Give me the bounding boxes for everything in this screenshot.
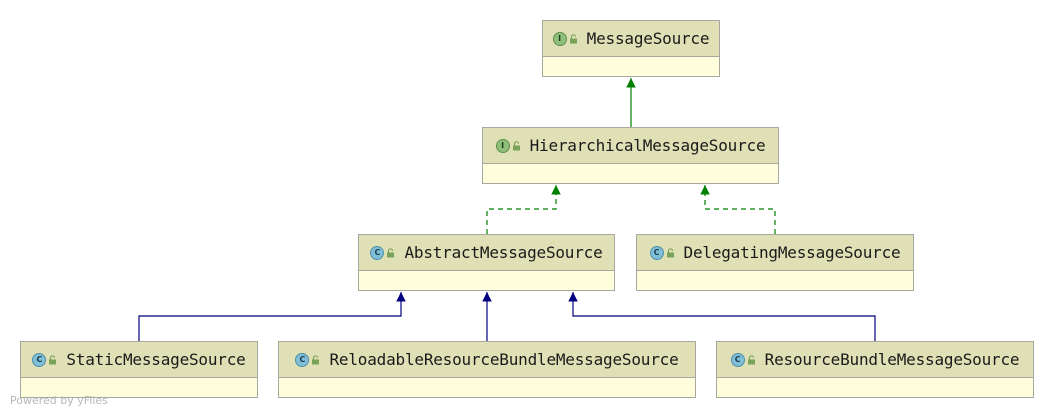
- class-badge-icon: C: [370, 245, 385, 260]
- node-abstract-message-source[interactable]: C AbstractMessageSource: [358, 234, 615, 291]
- node-delegating-message-source[interactable]: C DelegatingMessageSource: [636, 234, 914, 291]
- node-body: [543, 57, 719, 78]
- node-header: C ResourceBundleMessageSource: [717, 342, 1033, 378]
- public-lock-icon: [666, 247, 674, 257]
- public-lock-icon: [49, 354, 57, 364]
- node-label: MessageSource: [586, 29, 710, 48]
- edge-static-to-abstract: [138, 292, 406, 341]
- class-badge-icon: C: [32, 352, 47, 367]
- node-header: C DelegatingMessageSource: [637, 235, 913, 271]
- node-body: [637, 271, 913, 292]
- class-badge-icon: C: [730, 352, 745, 367]
- public-lock-icon: [569, 33, 577, 43]
- node-label: StaticMessageSource: [66, 350, 246, 369]
- class-badge-icon: C: [295, 352, 310, 367]
- node-label: HierarchicalMessageSource: [529, 136, 766, 155]
- node-header: I HierarchicalMessageSource: [483, 128, 778, 164]
- public-lock-icon: [387, 247, 395, 257]
- node-reloadable-resource-bundle-message-source[interactable]: C ReloadableResourceBundleMessageSource: [278, 341, 696, 398]
- interface-badge-icon: I: [552, 31, 567, 46]
- node-header: I MessageSource: [543, 21, 719, 57]
- node-header: C AbstractMessageSource: [359, 235, 614, 271]
- node-label: ResourceBundleMessageSource: [764, 350, 1020, 369]
- node-body: [279, 378, 695, 399]
- node-label: AbstractMessageSource: [404, 243, 603, 262]
- node-static-message-source[interactable]: C StaticMessageSource: [20, 341, 258, 398]
- public-lock-icon: [312, 354, 320, 364]
- edge-abstract-to-hierarchical: [486, 185, 561, 234]
- node-label: ReloadableResourceBundleMessageSource: [329, 350, 679, 369]
- class-badge-icon: C: [649, 245, 664, 260]
- node-header: C ReloadableResourceBundleMessageSource: [279, 342, 695, 378]
- node-resource-bundle-message-source[interactable]: C ResourceBundleMessageSource: [716, 341, 1034, 398]
- edge-delegating-to-hierarchical: [700, 185, 776, 234]
- interface-badge-icon: I: [495, 138, 510, 153]
- public-lock-icon: [747, 354, 755, 364]
- node-header: C StaticMessageSource: [21, 342, 257, 378]
- edge-resourcebundle-to-abstract: [568, 292, 876, 341]
- public-lock-icon: [512, 140, 520, 150]
- node-body: [483, 164, 778, 185]
- node-label: DelegatingMessageSource: [683, 243, 901, 262]
- node-body: [359, 271, 614, 292]
- node-message-source[interactable]: I MessageSource: [542, 20, 720, 77]
- node-hierarchical-message-source[interactable]: I HierarchicalMessageSource: [482, 127, 779, 184]
- node-body: [717, 378, 1033, 399]
- powered-by-footer: Powered by yFiles: [10, 394, 108, 407]
